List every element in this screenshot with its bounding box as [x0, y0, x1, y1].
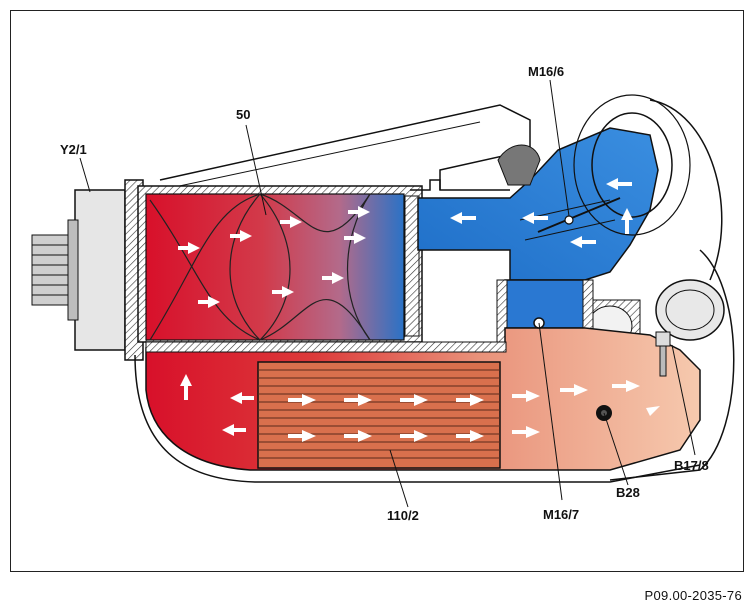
b17-8-sensor	[655, 331, 671, 377]
label-m16-6: M16/6	[528, 64, 565, 79]
label-50: 50	[236, 107, 251, 122]
rotor-chamber	[137, 185, 423, 343]
y2-1-actuator	[31, 179, 144, 361]
outlet-block	[504, 279, 586, 329]
label-110-2: 110/2	[387, 508, 419, 523]
intake-channel	[410, 94, 691, 281]
intercooler-core	[257, 361, 501, 469]
label-y2-1: Y2/1	[60, 142, 87, 157]
leader-lines	[79, 79, 696, 508]
label-b17-8: B17/8	[674, 458, 709, 473]
label-m16-7: M16/7	[543, 507, 580, 522]
label-b28: B28	[616, 485, 640, 500]
flow-arrows	[178, 178, 660, 442]
upper-housing-edge	[169, 121, 481, 189]
reference-number: P09.00-2035-76	[644, 588, 742, 603]
supercharger-airflow-diagram	[31, 79, 735, 508]
upper-housing	[159, 104, 531, 190]
